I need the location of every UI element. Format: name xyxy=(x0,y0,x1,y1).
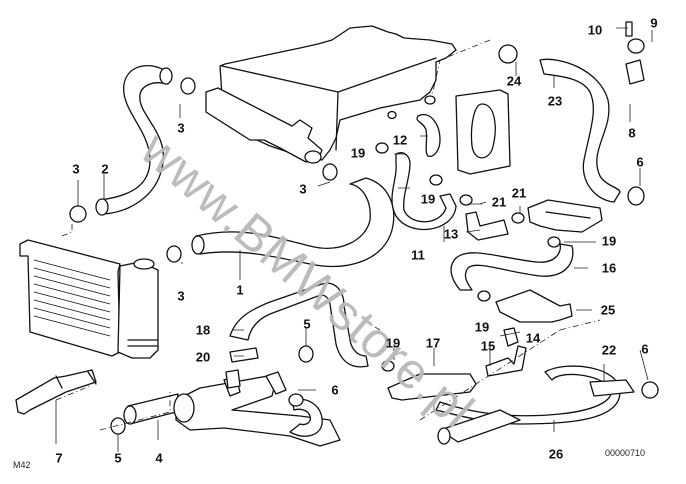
hose-18 xyxy=(229,282,369,368)
radiator xyxy=(19,239,159,359)
part-label-6: 6 xyxy=(636,154,644,170)
hose-4 xyxy=(123,371,341,447)
part-label-18: 18 xyxy=(195,322,211,338)
hose-16 xyxy=(450,243,574,291)
part-label-10: 10 xyxy=(587,22,603,38)
part-label-24: 24 xyxy=(506,73,522,89)
part-label-17: 17 xyxy=(425,335,441,351)
part-label-6: 6 xyxy=(331,382,339,398)
part-label-4: 4 xyxy=(155,450,163,466)
part-label-23: 23 xyxy=(547,93,563,109)
part-label-7: 7 xyxy=(55,450,63,466)
engine-block xyxy=(205,25,457,164)
part-label-3: 3 xyxy=(177,120,185,136)
part-label-14: 14 xyxy=(525,330,541,346)
thermostat-housing xyxy=(455,89,511,175)
hose-2 xyxy=(95,64,173,216)
part-label-3: 3 xyxy=(177,288,185,304)
part-label-25: 25 xyxy=(600,302,616,318)
part-label-21: 21 xyxy=(491,194,507,210)
part-label-21: 21 xyxy=(511,185,527,201)
pipe-17 xyxy=(387,373,477,401)
part-label-19: 19 xyxy=(385,335,401,351)
part-label-13: 13 xyxy=(443,226,459,242)
part-label-5: 5 xyxy=(114,450,122,466)
part-label-16: 16 xyxy=(601,260,617,276)
part-label-8: 8 xyxy=(628,125,636,141)
part-label-5: 5 xyxy=(303,316,311,332)
part-label-20: 20 xyxy=(195,349,211,365)
part-label-6: 6 xyxy=(641,341,649,357)
valve-block xyxy=(527,199,603,233)
part-label-26: 26 xyxy=(548,446,564,462)
part-label-3: 3 xyxy=(299,181,307,197)
part-label-22: 22 xyxy=(601,342,617,358)
part-label-1: 1 xyxy=(236,282,244,298)
clamps xyxy=(69,21,659,435)
hose-22 xyxy=(589,379,635,397)
pipe-25 xyxy=(495,289,573,323)
diagram-id: 00000710 xyxy=(605,448,646,458)
fitting-15 xyxy=(485,345,527,377)
part-label-2: 2 xyxy=(101,161,109,177)
part-label-9: 9 xyxy=(650,15,658,31)
part-label-12: 12 xyxy=(392,132,408,148)
model-code: M42 xyxy=(13,460,31,470)
hose-12 xyxy=(416,114,441,157)
hose-23 xyxy=(539,58,621,203)
part-label-3: 3 xyxy=(72,161,80,177)
bracket-7 xyxy=(15,369,97,415)
hose-13 xyxy=(465,211,509,241)
hose-11 xyxy=(391,152,457,231)
part-label-19: 19 xyxy=(350,145,366,161)
hose-26 xyxy=(435,365,621,445)
part-label-19: 19 xyxy=(474,319,490,335)
part-label-19: 19 xyxy=(601,233,617,249)
part-label-19: 19 xyxy=(420,191,436,207)
part-label-11: 11 xyxy=(411,247,425,263)
fitting-14 xyxy=(503,327,519,347)
hose-1 xyxy=(191,177,395,268)
leader-lines xyxy=(55,27,653,452)
part-label-15: 15 xyxy=(480,338,496,354)
